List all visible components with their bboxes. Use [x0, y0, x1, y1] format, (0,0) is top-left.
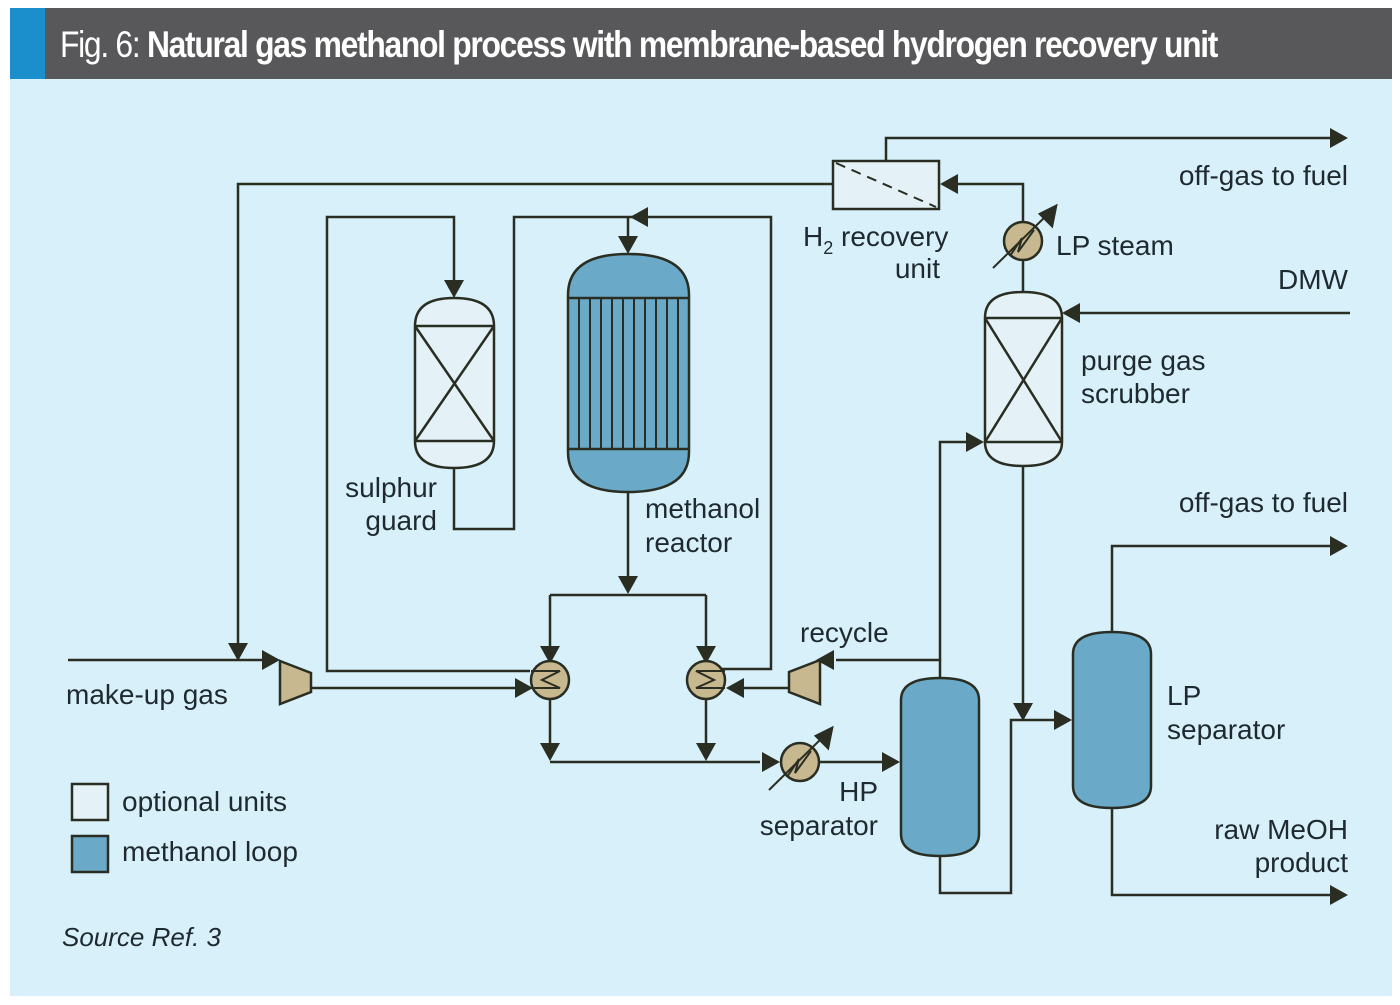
arrow-into-exch2-side [726, 678, 744, 698]
figure-title: Fig. 6: Natural gas methanol process wit… [60, 20, 1218, 70]
arrow-recycle-into-compressor [816, 650, 834, 670]
arrow-reactor-junction [630, 207, 648, 227]
legend: optional units methanol loop [70, 782, 298, 874]
feed-effluent-exchanger-2[interactable] [685, 659, 727, 701]
h2-permeate-line [236, 182, 833, 645]
lp-steam-label: LP steam [1056, 230, 1174, 261]
offgas-top-label: off-gas to fuel [1179, 160, 1348, 191]
reactor-label-line1: methanol [645, 493, 760, 524]
arrow-into-reactor [618, 236, 638, 254]
lp-separator[interactable] [1071, 630, 1153, 810]
arrow-reactor-out [618, 576, 638, 594]
sulphur-guard-label-line1: sulphur [345, 472, 437, 503]
hp-separator-label-line2: separator [760, 810, 878, 841]
arrow-exch2-down [696, 743, 716, 761]
process-lines [68, 136, 1350, 897]
raw-meoh-label-line2: product [1255, 847, 1349, 878]
arrow-raw-meoh [1330, 885, 1348, 905]
product-cooler[interactable] [768, 725, 834, 791]
arrow-into-sulphur-guard [444, 280, 464, 298]
arrow-into-exchanger1 [515, 678, 533, 698]
reactor-label-line2: reactor [645, 527, 732, 558]
recycle-line [836, 658, 942, 678]
legend-item-loop: methanol loop [70, 834, 298, 874]
arrow-into-hp [882, 752, 900, 772]
sulphur-guard[interactable] [413, 296, 496, 470]
lp-separator-label-line2: separator [1167, 714, 1285, 745]
figure-header [10, 8, 1392, 79]
dmw-label: DMW [1278, 264, 1349, 295]
arrow-into-exch2-top [696, 646, 716, 664]
arrow-lp-offgas [1330, 536, 1348, 556]
offgas-mid-label: off-gas to fuel [1179, 487, 1348, 518]
hp-bottoms-line [938, 718, 1056, 895]
arrow-dmw [1062, 303, 1080, 323]
arrow-into-compressor [262, 650, 280, 670]
arrow-into-cooler [762, 752, 780, 772]
lp-offgas-line [1110, 544, 1330, 632]
figure-number: Fig. 6: [60, 24, 147, 65]
methanol-reactor[interactable] [566, 252, 691, 494]
legend-item-optional: optional units [70, 782, 287, 822]
sulphur-guard-outlet-line [452, 215, 773, 671]
arrow-into-exch1-top [540, 646, 560, 664]
arrow-into-scrubber [966, 432, 984, 452]
legend-label-optional: optional units [122, 786, 287, 817]
feed-effluent-exchanger-1[interactable] [529, 659, 571, 701]
hp-separator-label-line1: HP [839, 776, 878, 807]
makeup-gas-compressor[interactable] [278, 659, 313, 706]
sulphur-guard-feed-line [325, 215, 530, 673]
scrubber-label-line2: scrubber [1081, 378, 1190, 409]
h2-recovery-label: H2 recovery [803, 221, 948, 258]
legend-label-loop: methanol loop [122, 836, 298, 867]
legend-swatch-optional [70, 782, 110, 822]
lp-steam-heater[interactable] [992, 203, 1058, 269]
h2-recovery-label-line2: unit [895, 253, 940, 284]
arrow-makeup-down [228, 643, 248, 661]
makeup-gas-label: make-up gas [66, 679, 228, 710]
header-accent-bar [10, 8, 45, 79]
purge-gas-scrubber[interactable] [983, 290, 1064, 468]
hp-separator[interactable] [899, 676, 981, 858]
offgas-top-line [884, 136, 1330, 161]
lp-separator-label-line1: LP [1167, 680, 1201, 711]
arrow-scrubber-down [1013, 703, 1033, 721]
flow-arrows [228, 128, 1348, 905]
recycle-label: recycle [800, 617, 889, 648]
diagram-canvas [10, 8, 1392, 996]
raw-meoh-label-line1: raw MeOH [1214, 814, 1348, 845]
source-note: Source Ref. 3 [62, 922, 222, 952]
sulphur-guard-label-line2: guard [365, 505, 437, 536]
scrubber-label-line1: purge gas [1081, 345, 1206, 376]
h2-recovery-unit[interactable] [831, 159, 941, 211]
recycle-compressor[interactable] [787, 658, 822, 706]
figure-title-text: Natural gas methanol process with membra… [146, 24, 1218, 65]
hp-to-scrubber-line [938, 440, 968, 660]
diagram-labels: H2 recovery unit LP steam off-gas to fue… [66, 160, 1349, 878]
raw-meoh-line [1110, 808, 1330, 897]
arrow-offgas-top [1330, 128, 1348, 148]
arrow-exch1-down [540, 743, 560, 761]
arrow-into-lp [1054, 710, 1072, 730]
legend-swatch-loop [70, 834, 110, 874]
arrow-into-h2-unit [940, 174, 958, 194]
